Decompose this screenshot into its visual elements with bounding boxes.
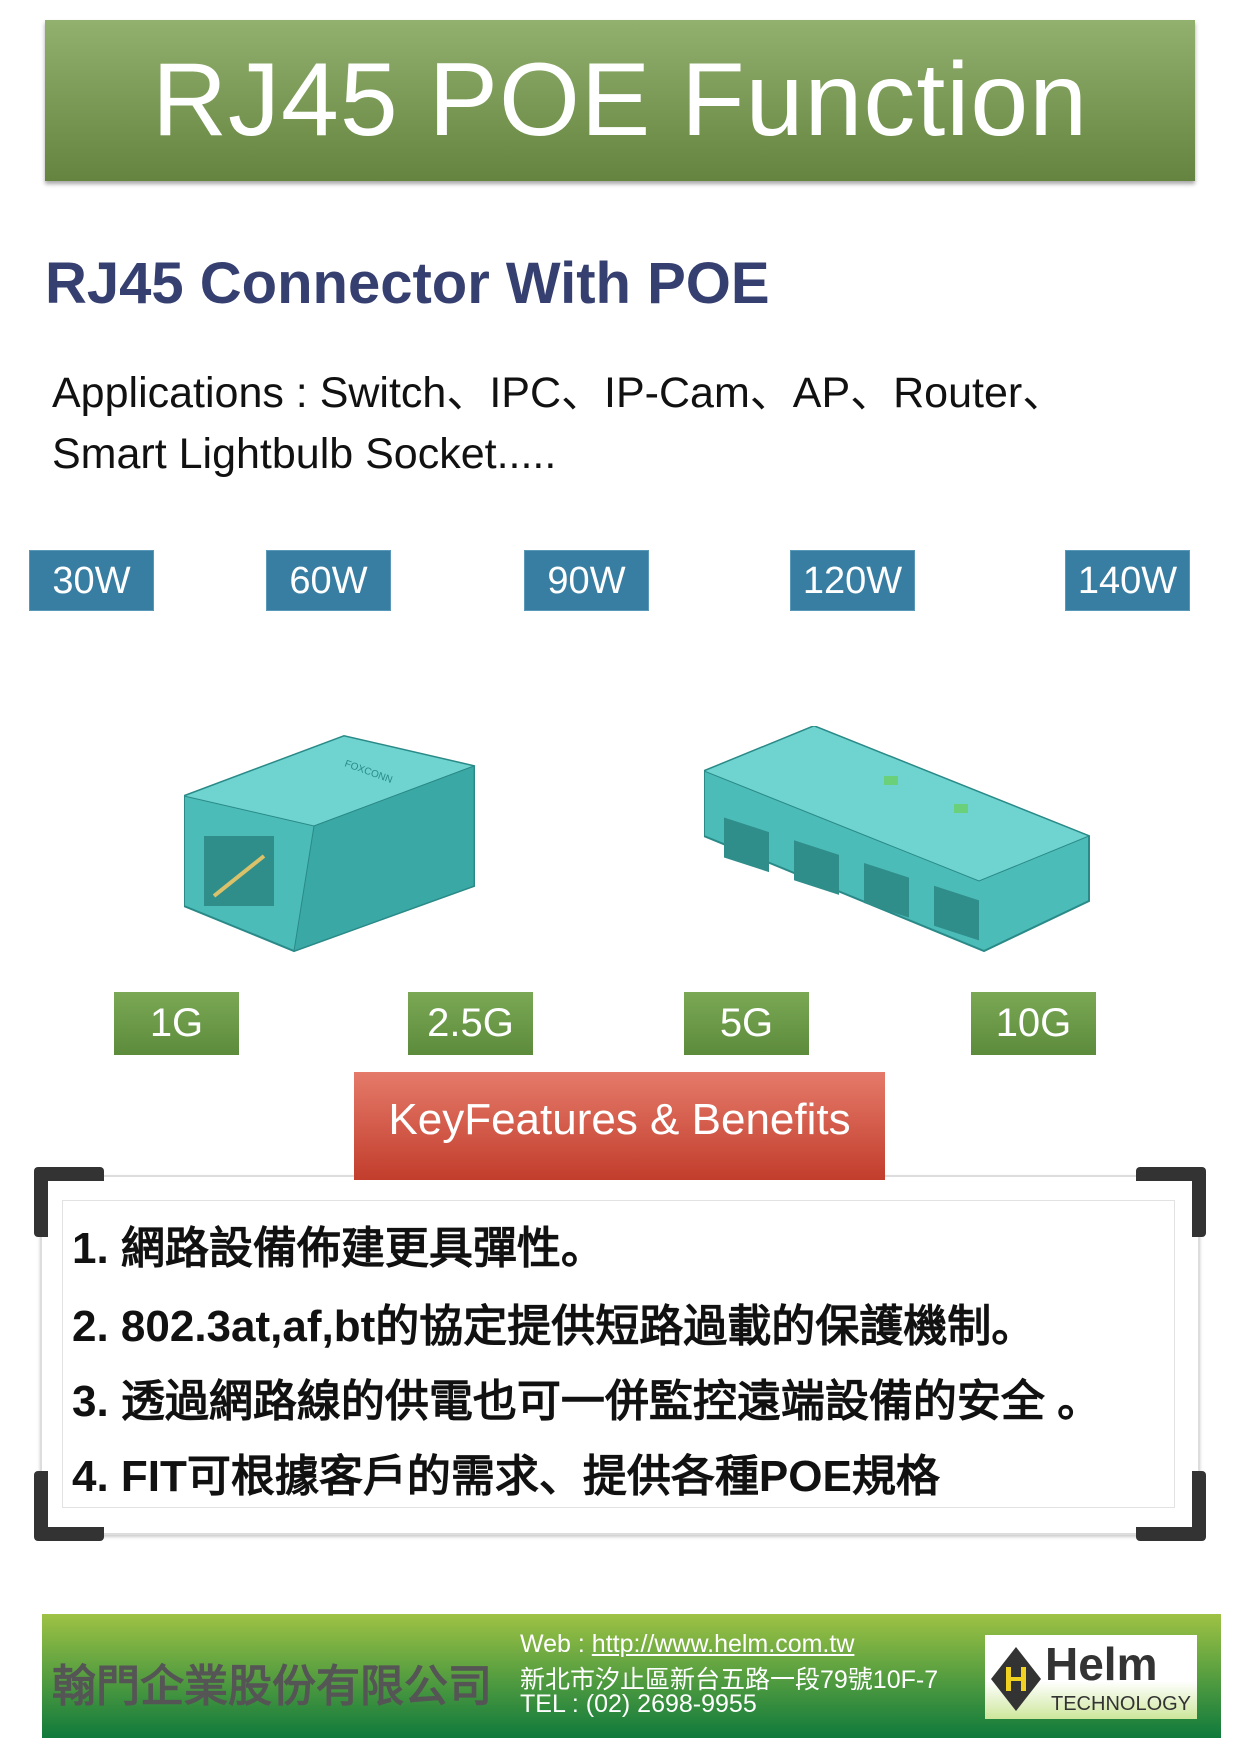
speed-badge-1g: 1G: [114, 992, 239, 1055]
telephone: TEL : (02) 2698-9955: [520, 1690, 757, 1718]
single-port-connector-image: FOXCONN: [184, 734, 476, 953]
quad-port-connector-image: [704, 726, 1090, 953]
helm-logo: Helm TECHNOLOGY: [985, 1635, 1197, 1719]
power-badge-120w: 120W: [790, 550, 915, 611]
power-badge-90w: 90W: [524, 550, 649, 611]
web-label: Web :: [520, 1630, 592, 1658]
power-badge-60w: 60W: [266, 550, 391, 611]
speed-badge-5g: 5G: [684, 992, 809, 1055]
frame-corner-icon: [1136, 1471, 1206, 1541]
feature-item-2: 2. 802.3at,af,bt的協定提供短路過載的保護機制。: [72, 1302, 1036, 1351]
helm-diamond-icon: [991, 1647, 1041, 1711]
frame-corner-icon: [34, 1167, 104, 1237]
frame-corner-icon: [1136, 1167, 1206, 1237]
logo-sub: TECHNOLOGY: [1051, 1693, 1192, 1715]
applications-line-1: Applications : Switch、IPC、IP-Cam、AP、Rout…: [52, 369, 1066, 417]
applications-line-2: Smart Lightbulb Socket.....: [52, 430, 557, 478]
section-title: RJ45 Connector With POE: [45, 251, 770, 316]
power-badge-30w: 30W: [29, 550, 154, 611]
features-panel: [62, 1200, 1175, 1508]
web-line: Web : http://www.helm.com.tw: [520, 1630, 854, 1659]
power-badge-140w: 140W: [1065, 550, 1190, 611]
key-features-title: KeyFeatures & Benefits: [354, 1072, 885, 1180]
company-name: 翰門企業股份有限公司: [52, 1662, 492, 1711]
speed-badge-10g: 10G: [971, 992, 1096, 1055]
page-header: RJ45 POE Function: [45, 20, 1195, 181]
feature-item-1: 1. 網路設備佈建更具彈性。: [72, 1224, 605, 1273]
feature-item-4: 4. FIT可根據客戶的需求、提供各種POE規格: [72, 1452, 940, 1501]
address: 新北市汐止區新台五路一段79號10F-7: [520, 1666, 939, 1694]
feature-item-3: 3. 透過網路線的供電也可一併監控遠端設備的安全 。: [72, 1377, 1102, 1426]
logo-name: Helm: [1045, 1638, 1158, 1690]
speed-badge-2-5g: 2.5G: [408, 992, 533, 1055]
frame-corner-icon: [34, 1471, 104, 1541]
web-link[interactable]: http://www.helm.com.tw: [591, 1630, 855, 1658]
